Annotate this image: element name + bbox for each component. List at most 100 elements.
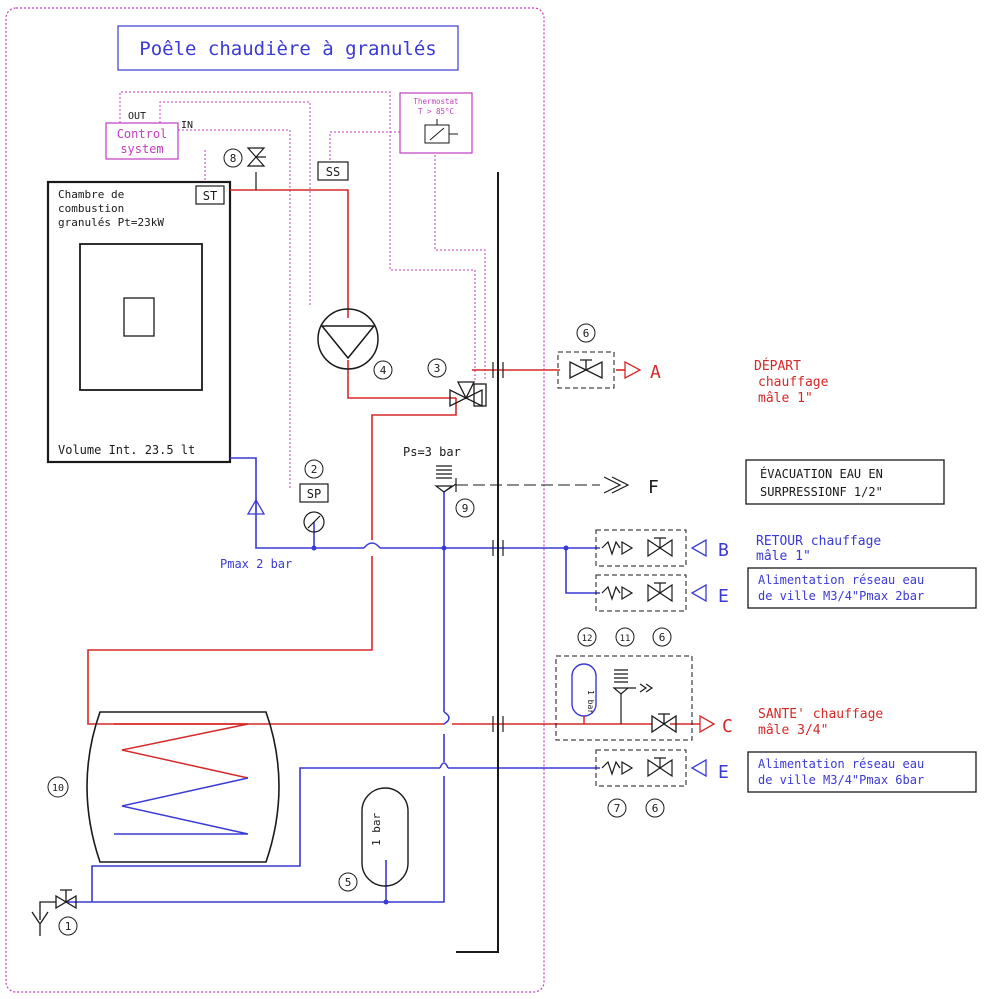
small-tank-label: 1 bar (586, 690, 595, 714)
marker-8 (223, 148, 243, 168)
marker-5 (338, 872, 358, 892)
thermostat-label-line1: Thermostat (413, 97, 458, 106)
junction-dot (441, 545, 447, 551)
evacuation-label-box (745, 459, 945, 505)
alim1-label-box (747, 567, 977, 609)
marker-4 (373, 360, 393, 380)
ps-label: Ps=3 bar (403, 445, 461, 459)
alim2-label-line2: de ville M3/4"Pmax 6bar (758, 773, 924, 787)
thermostat-label-line2: T > 85°C (418, 107, 454, 116)
chamber-label-line3: granulés Pt=23kW (58, 216, 164, 229)
title-box (117, 25, 459, 71)
outlet-b-arrow-icon (690, 538, 707, 558)
safety-valve-icon (434, 465, 457, 493)
retour-check-valve-icon (601, 537, 673, 558)
alim2-check-valve-icon (601, 757, 673, 778)
sante-valve-icon (651, 713, 677, 734)
sante-label-line1: SANTE' chauffage (758, 707, 883, 722)
control-in-label: IN (181, 120, 193, 131)
cold-water-piping (66, 457, 600, 903)
junction-dot (563, 545, 569, 551)
control-label-line2: system (120, 142, 163, 156)
control-signal-lines (119, 91, 486, 490)
sante-label-line2: mâle 3/4" (758, 723, 828, 738)
marker-11 (615, 627, 635, 647)
marker-9-label: 9 (462, 502, 469, 515)
marker-9 (455, 498, 475, 518)
wall-crossings (492, 362, 504, 732)
evacuation-label-line2: SURPRESSIONF 1/2" (760, 485, 883, 499)
marker-5-label: 5 (345, 876, 352, 889)
outlet-c-arrow-icon (699, 714, 716, 734)
junction-dot (383, 899, 389, 905)
control-label-line1: Control (117, 127, 168, 141)
hot-water-piping (87, 189, 700, 725)
combustion-chamber (46, 180, 232, 464)
marker-6-alim2-label: 6 (652, 802, 659, 815)
marker-8-label: 8 (230, 152, 237, 165)
ss-sensor-label: SS (326, 165, 340, 179)
alim1-label-line1: Alimentation réseau eau (758, 573, 924, 587)
outlet-f-arrow-icon (603, 476, 630, 494)
marker-12 (577, 627, 597, 647)
marker-10-label: 10 (52, 783, 64, 794)
marker-6-depart-label: 6 (583, 327, 590, 340)
marker-1-label: 1 (65, 920, 72, 933)
st-sensor-label: ST (203, 189, 217, 203)
alim2-label-box (747, 751, 977, 793)
drain-valve-icon (31, 889, 77, 936)
marker-6-sante (652, 627, 672, 647)
alim1-label-line2: de ville M3/4"Pmax 2bar (758, 589, 924, 603)
depart-label-line3: mâle 1" (758, 391, 813, 406)
depart-label-line1: DÉPART (754, 358, 801, 374)
expansion-vessel (361, 787, 409, 887)
junction-dot (311, 545, 317, 551)
circulation-pump-icon (317, 308, 379, 370)
marker-7-label: 7 (614, 802, 621, 815)
marker-10 (47, 776, 69, 798)
outlet-b-letter: B (718, 540, 729, 561)
pmax-label: Pmax 2 bar (220, 557, 292, 571)
outlet-c-letter: C (722, 716, 733, 737)
control-system-box (105, 122, 179, 160)
alim2-label-line1: Alimentation réseau eau (758, 757, 924, 771)
expansion-vessel-label: 1 bar (370, 813, 383, 846)
appliance-boundary (5, 7, 545, 993)
sante-group-box (555, 655, 693, 741)
outlet-a-arrow-icon (624, 360, 642, 380)
depart-valve-icon (569, 359, 603, 380)
tank-coil-hot (114, 723, 249, 779)
alim1-valve-box (595, 574, 687, 612)
page-title: Poêle chaudière à granulés (139, 38, 436, 60)
alim2-valve-box (595, 749, 687, 787)
marker-12-label: 12 (582, 634, 593, 644)
outlet-e1-arrow-icon (690, 583, 707, 603)
marker-2 (304, 459, 324, 479)
depart-label-line2: chauffage (758, 375, 829, 390)
st-sensor (195, 185, 225, 205)
pipe-crossover (363, 542, 381, 549)
sp-sensor (299, 483, 329, 503)
pipe-crossover-2 (443, 711, 450, 725)
marker-3 (427, 358, 447, 378)
wall-line (456, 172, 499, 953)
flow-arrow-icon (246, 497, 266, 515)
thermostat-symbol-icon (424, 119, 458, 144)
tank-coil-cold (114, 777, 249, 835)
chamber-label-line2: combustion (58, 202, 124, 215)
air-vent-valve-icon (246, 147, 266, 190)
three-way-valve-icon (449, 381, 487, 408)
retour-valve-box (595, 529, 687, 567)
marker-6-alim2 (645, 798, 665, 818)
storage-tank (86, 711, 280, 863)
marker-2-label: 2 (311, 463, 318, 476)
chamber-volume-label: Volume Int. 23.5 lt (58, 443, 195, 457)
marker-4-label: 4 (380, 364, 387, 377)
chamber-label-line1: Chambre de (58, 188, 124, 201)
marker-7 (607, 798, 627, 818)
marker-6-depart (576, 323, 596, 343)
firebox-window (123, 297, 155, 337)
outlet-a-letter: A (650, 362, 661, 383)
sp-sensor-label: SP (307, 487, 321, 501)
